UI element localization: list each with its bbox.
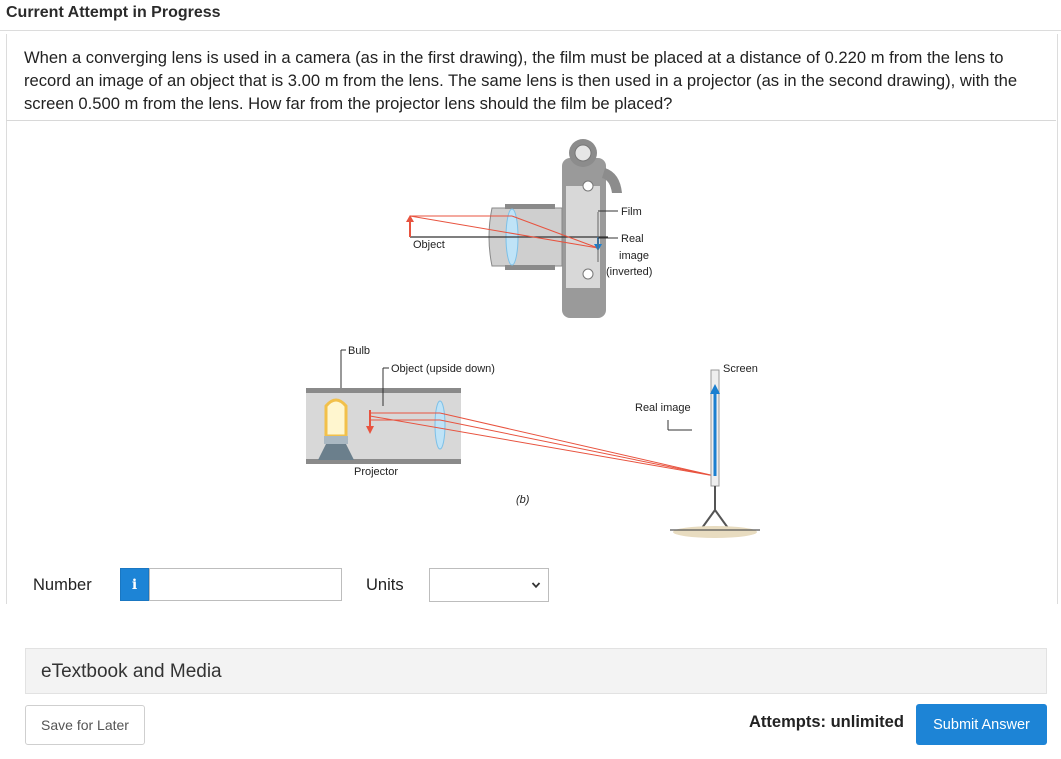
projector-bottom-rail xyxy=(306,459,461,464)
camera-object-label: Object xyxy=(413,239,445,251)
camera-drawing: Film Object Real image (inverted) xyxy=(406,139,652,318)
camera-ray-3 xyxy=(409,215,599,249)
real-image-label-line1: Real xyxy=(621,233,644,245)
etextbook-media-label: eTextbook and Media xyxy=(41,661,222,682)
camera-strap xyxy=(602,168,622,193)
part-b-label: (b) xyxy=(516,494,530,506)
header-bar: Current Attempt in Progress xyxy=(0,0,1061,31)
projector-lens xyxy=(434,400,446,450)
camera-lens-ring-bottom xyxy=(505,265,555,270)
page-title: Current Attempt in Progress xyxy=(6,4,221,21)
projector-object-label: Object (upside down) xyxy=(391,363,495,375)
attempts-text: Attempts: unlimited xyxy=(749,713,904,731)
units-select[interactable] xyxy=(429,568,549,602)
camera-object-arrowhead xyxy=(406,215,414,222)
bulb-icon xyxy=(324,398,348,438)
units-label: Units xyxy=(366,576,404,594)
bulb-socket xyxy=(324,436,348,444)
projector-object-arrowhead xyxy=(366,426,374,434)
camera-lens-ring-top xyxy=(505,204,555,209)
camera-knob-inner xyxy=(574,144,592,162)
projector-image-arrowhead xyxy=(710,384,720,394)
real-image-label-line3: (inverted) xyxy=(606,266,652,278)
question-panel xyxy=(6,34,1058,604)
projector-ray-5 xyxy=(369,415,716,477)
number-label: Number xyxy=(33,576,92,594)
submit-answer-button[interactable]: Submit Answer xyxy=(916,704,1047,745)
lens-diagram-svg: Film Object Real image (inverted) xyxy=(306,139,760,538)
projector-ray-4 xyxy=(439,419,716,477)
projector-label: Projector xyxy=(354,466,398,478)
projector-drawing: Bulb Object (upside down) Projector Scre… xyxy=(306,345,760,538)
bulb-base xyxy=(318,440,354,460)
camera-bolt-bottom xyxy=(582,268,594,280)
divider xyxy=(6,120,1056,121)
bulb-label: Bulb xyxy=(348,345,370,357)
camera-bolt-top xyxy=(582,180,594,192)
screen-stand-legs xyxy=(701,508,729,529)
camera-ray-2 xyxy=(511,215,599,249)
number-input[interactable] xyxy=(149,568,342,601)
real-image-label-line2: image xyxy=(619,250,649,262)
ground-shadow xyxy=(673,526,757,538)
screen-label: Screen xyxy=(723,363,758,375)
projector-ray-3 xyxy=(439,412,716,477)
save-for-later-button[interactable]: Save for Later xyxy=(25,705,145,745)
etextbook-media-section[interactable]: eTextbook and Media xyxy=(25,648,1047,694)
film-label: Film xyxy=(621,206,642,218)
question-text: When a converging lens is used in a came… xyxy=(24,48,1018,113)
chevron-down-icon xyxy=(531,582,541,589)
info-icon[interactable]: i xyxy=(120,568,149,601)
projector-real-image-label: Real image xyxy=(635,402,691,414)
lens-diagram: Film Object Real image (inverted) xyxy=(290,138,770,546)
